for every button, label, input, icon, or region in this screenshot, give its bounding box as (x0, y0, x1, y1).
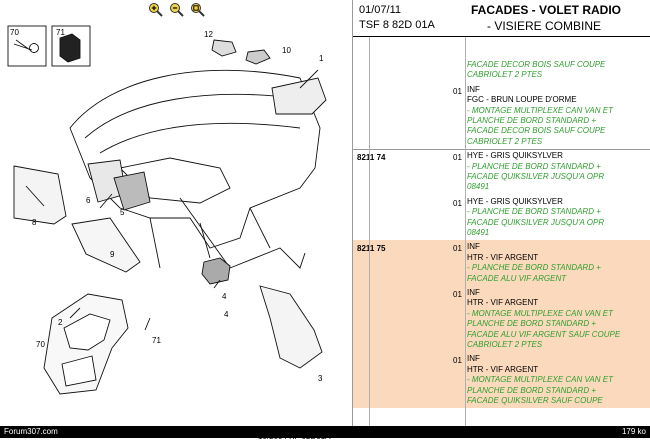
quantity: 01 (453, 198, 462, 208)
zoom-in-icon (149, 3, 163, 17)
application-note: CABRIOLET 2 PTES (467, 340, 543, 349)
application-note: 08491 (467, 227, 490, 237)
ref-label: 2 (58, 318, 63, 327)
header-divider (353, 36, 650, 37)
application-note: - PLANCHE DE BORD STANDARD + (467, 263, 601, 273)
site-watermark: Forum307.com (4, 427, 58, 436)
zoom-fit-icon (191, 3, 205, 17)
column-divider (369, 37, 370, 426)
quantity: 01 (453, 244, 462, 254)
quantity: 01 (453, 86, 462, 96)
part-number: 8211 75 (357, 244, 386, 254)
catalog-code: TSF 8 82D 01A (359, 19, 435, 31)
part-description: FGC - BRUN LOUPE D'ORME (467, 95, 577, 105)
status-bar: Forum307.com 179 ko (0, 426, 650, 438)
application-note: PLANCHE DE BORD STANDARD + (467, 385, 596, 395)
application-note: CABRIOLET 2 PTES (467, 136, 543, 146)
application-note: - MONTAGE MULTIPLEXE CAN VAN ET (467, 308, 613, 318)
table-row[interactable]: 8211 74 01 HYE - GRIS QUIKSYLVER- PLANCHE … (353, 149, 650, 195)
ref-label: 10 (282, 46, 291, 55)
application-note: FACADE QUIKSILVER SAUF COUPE (467, 395, 603, 405)
ref-label: 3 (318, 374, 323, 383)
application-note: FACADE DECOR BOIS SAUF COUPE (467, 126, 606, 136)
panel-divider (352, 0, 353, 426)
ref-label: 6 (86, 196, 91, 205)
ref-label: 71 (152, 336, 161, 345)
column-divider (465, 37, 466, 426)
application-note: FACADE ALU VIF ARGENT SAUF COUPE (467, 329, 621, 339)
ref-label: 9 (110, 250, 115, 259)
ref-label: 4 (224, 310, 229, 319)
table-row[interactable]: 01 HYE - GRIS QUIKSYLVER- PLANCHE DE BORD… (353, 195, 650, 241)
file-size: 179 ko (621, 427, 646, 436)
quantity: 01 (453, 290, 462, 299)
ref-label: 71 (56, 28, 65, 37)
dashboard-drawing (7, 25, 327, 395)
ref-label: 5 (120, 208, 125, 217)
part-description: HTR - VIF ARGENT (467, 252, 539, 262)
zoom-in-button[interactable] (148, 2, 163, 17)
zoom-fit-button[interactable] (190, 2, 205, 17)
ref-label: 8 (32, 218, 37, 227)
quantity: 01 (453, 356, 462, 366)
part-description: INF (467, 242, 480, 252)
application-note: - PLANCHE DE BORD STANDARD + (467, 161, 601, 171)
page-title: FACADES - VOLET RADIO (471, 3, 622, 17)
zoom-out-icon (170, 3, 184, 17)
application-note: FACADE ALU VIF ARGENT (467, 273, 567, 283)
part-number: 8211 74 (357, 153, 386, 163)
ref-label: 12 (204, 30, 213, 39)
exploded-parts-diagram: 70 71 12 10 1 6 5 8 9 4 2 70 71 3 4 10/2… (0, 18, 352, 441)
page-subtitle: - VISIERE COMBINE (487, 19, 602, 33)
part-description: HYE - GRIS QUIKSYLVER (467, 151, 563, 161)
part-description: HTR - VIF ARGENT (467, 298, 539, 308)
application-note: PLANCHE DE BORD STANDARD + (467, 319, 596, 329)
application-note: FACADE QUIKSILVER JUSQU'A OPR (467, 171, 605, 181)
application-note: - MONTAGE MULTIPLEXE CAN VAN ET (467, 375, 613, 385)
ref-label: 1 (319, 54, 324, 63)
application-note: FACADE QUIKSILVER JUSQU'A OPR (467, 217, 605, 227)
application-note: - MONTAGE MULTIPLEXE CAN VAN ET (467, 105, 613, 115)
part-description: INF (467, 354, 480, 364)
parts-list-panel: 01/07/11 TSF 8 82D 01A FACADES - VOLET R… (353, 0, 650, 426)
part-description: HYE - GRIS QUIKSYLVER (467, 196, 563, 206)
application-note: CABRIOLET 2 PTES (467, 70, 543, 80)
part-description: INF (467, 84, 480, 94)
row-separator (353, 149, 650, 151)
zoom-toolbar (148, 2, 205, 18)
zoom-out-button[interactable] (169, 2, 184, 17)
ref-label: 4 (222, 292, 227, 301)
application-note: PLANCHE DE BORD STANDARD + (467, 115, 596, 125)
application-note: - PLANCHE DE BORD STANDARD + (467, 207, 601, 217)
part-description: HTR - VIF ARGENT (467, 364, 539, 374)
application-note: FACADE DECOR BOIS SAUF COUPE (467, 60, 606, 69)
quantity: 01 (453, 153, 462, 163)
ref-label: 70 (10, 28, 19, 37)
ref-label: 70 (36, 340, 45, 349)
catalog-date: 01/07/11 (359, 4, 402, 16)
application-note: 08491 (467, 182, 490, 192)
part-description: INF (467, 288, 480, 297)
